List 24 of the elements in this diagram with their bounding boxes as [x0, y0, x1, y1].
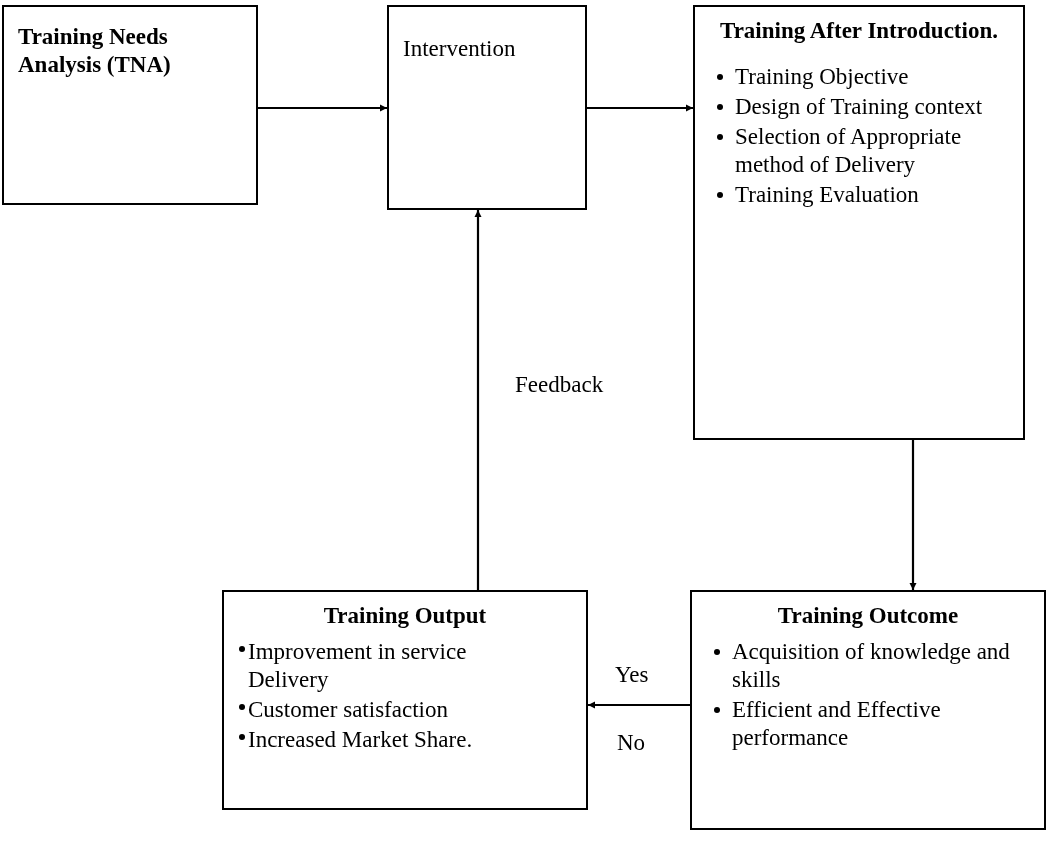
process-box	[2, 5, 258, 205]
bullet-text: Training Evaluation	[735, 182, 919, 208]
bullet-text: Selection of Appropriate method of Delivery	[735, 124, 962, 178]
bullet-text: Efficient and Effective performance	[732, 697, 941, 751]
bullet-text: Acquisition of knowledge and skills	[732, 639, 1010, 693]
process-box	[387, 5, 587, 210]
arrow	[258, 104, 387, 112]
bullet-text: Increased Market Share.	[248, 727, 473, 753]
box-heading: Training Needs Analysis (TNA)	[18, 23, 172, 80]
box-heading: Training Outcome	[776, 602, 960, 630]
process-box	[693, 5, 1025, 440]
bullet-text: Design of Training context	[735, 94, 983, 120]
process-box	[222, 590, 588, 810]
arrow	[588, 701, 690, 709]
bullet-text: Improvement in service Delivery	[248, 639, 467, 693]
bullet-text: Training Objective	[735, 64, 909, 90]
arrow	[909, 440, 917, 590]
arrow	[474, 210, 482, 590]
bullet-text: Customer satisfaction	[248, 697, 448, 723]
arrow	[587, 104, 693, 112]
box-heading: Intervention	[403, 35, 517, 63]
process-box	[690, 590, 1046, 830]
box-heading: Training Output	[322, 602, 488, 630]
box-heading: Training After Introduction.	[719, 17, 999, 45]
